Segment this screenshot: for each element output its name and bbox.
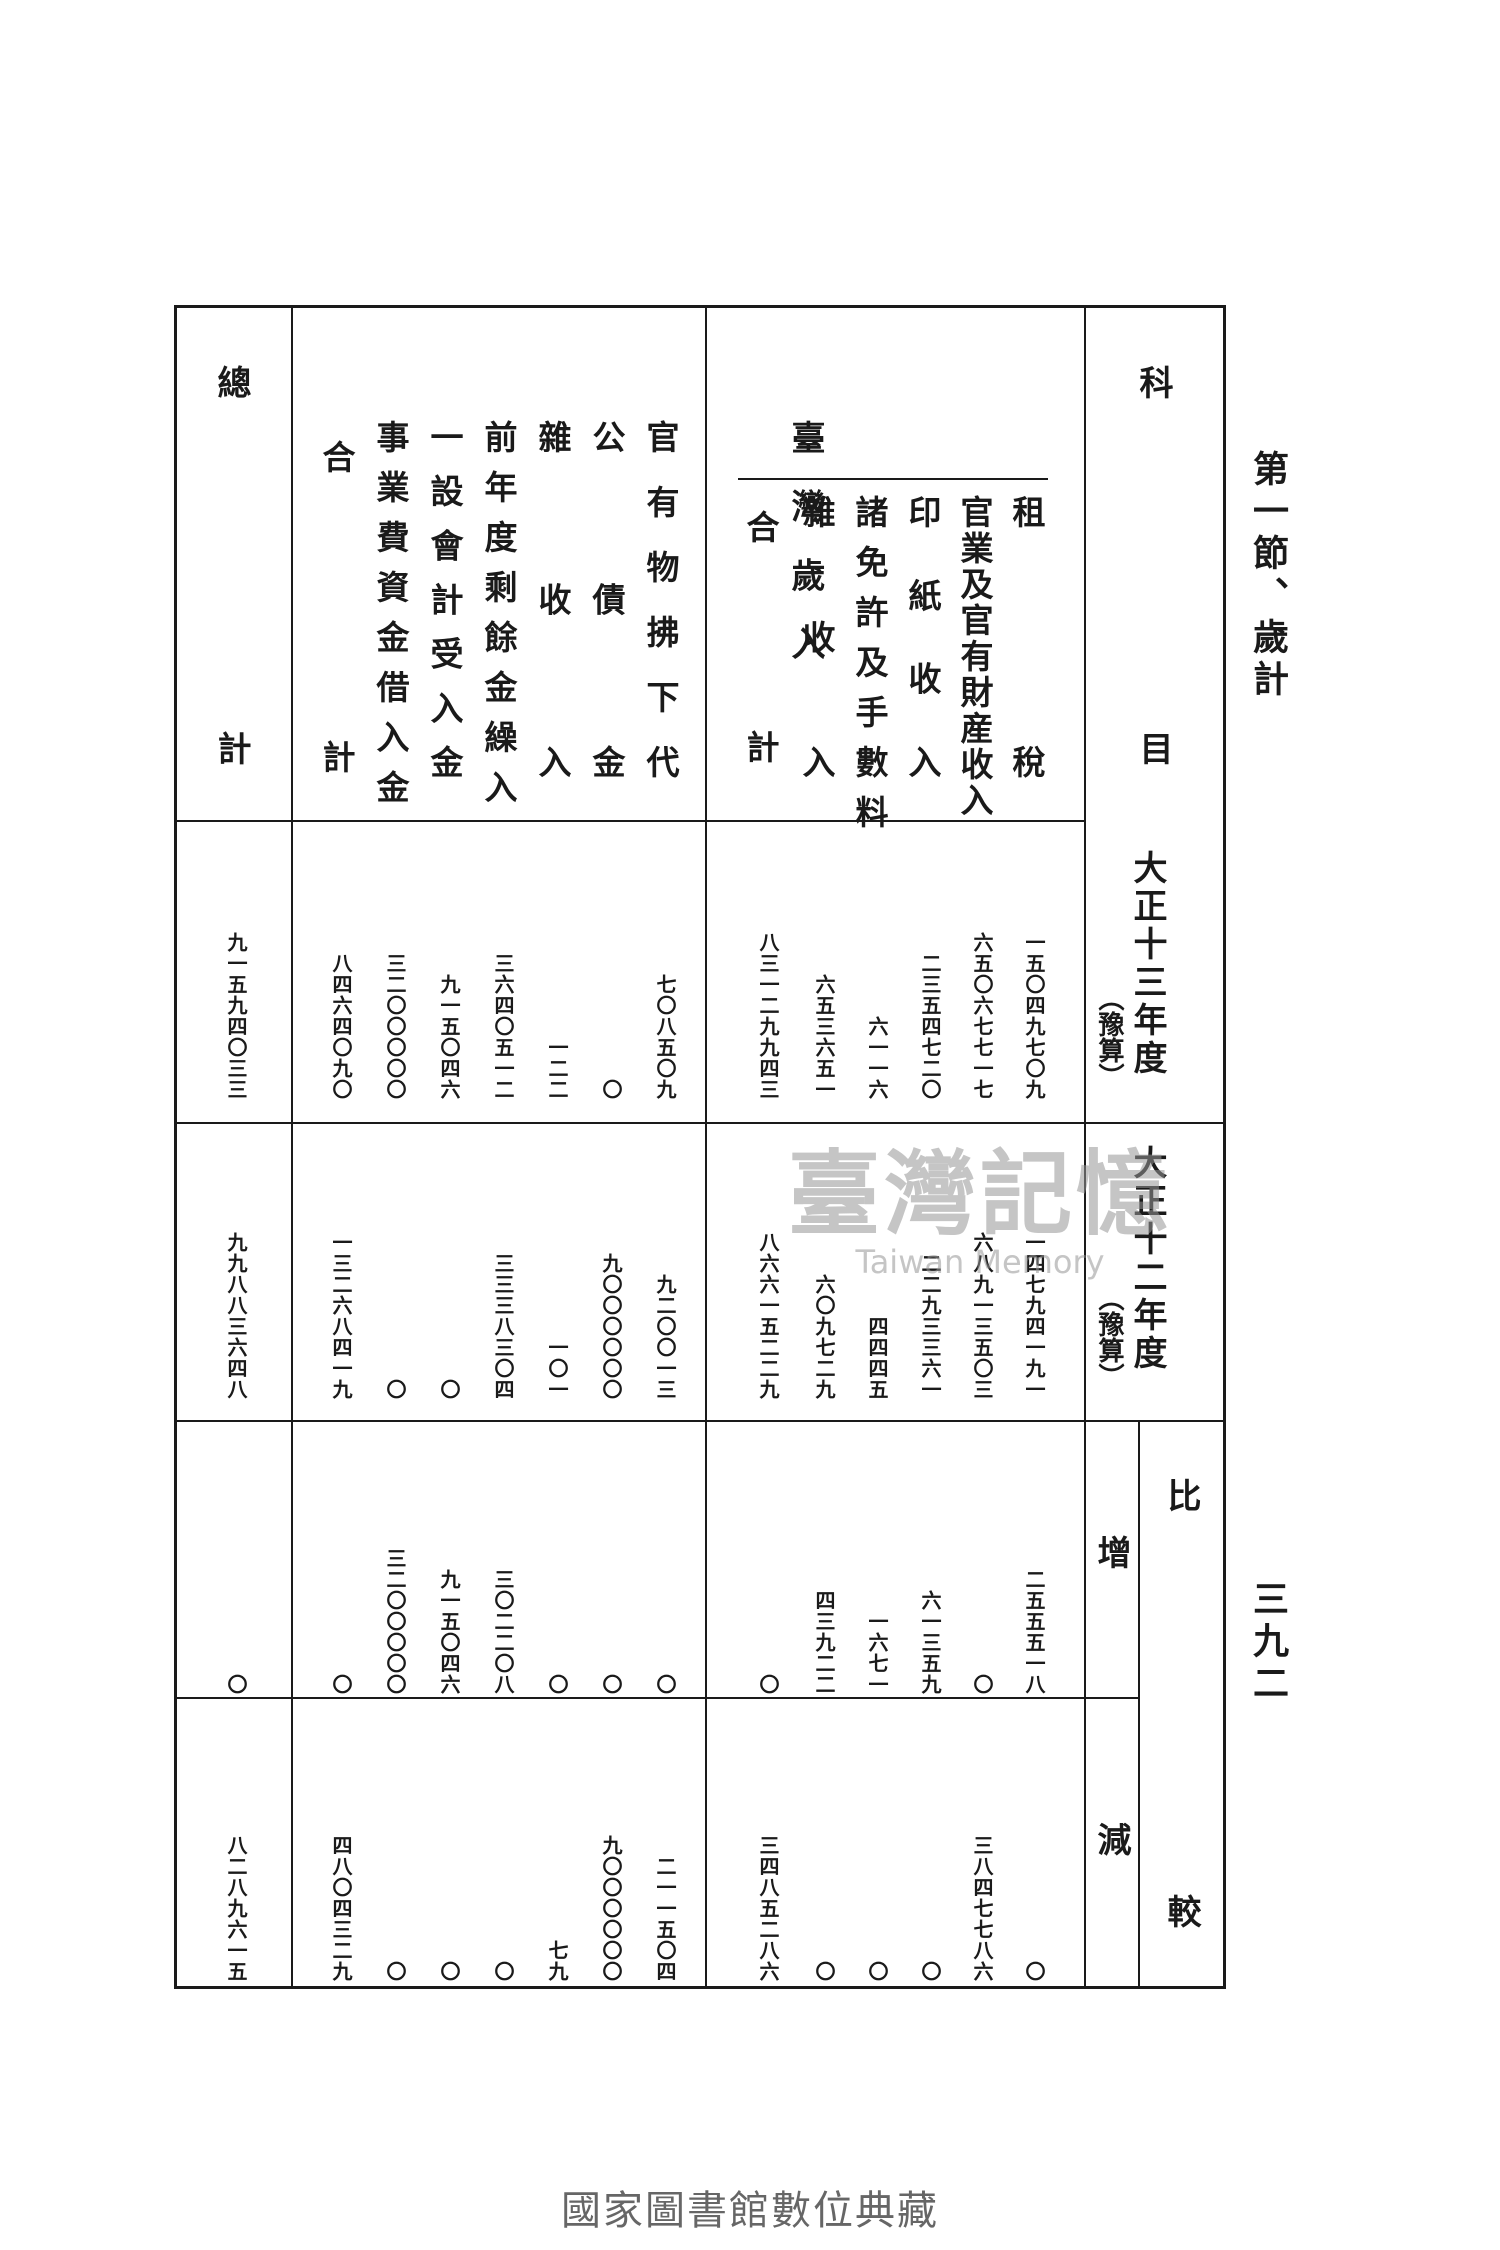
cell-dec-row2: 三八四七七八六 xyxy=(970,1835,994,1982)
header-year13: 大正十三年度 xyxy=(1127,850,1167,1078)
page-number: 三九二 xyxy=(1247,1580,1289,1706)
header-year13-note: （豫算） xyxy=(1094,985,1124,1089)
row-label-8: 公債金 xyxy=(587,420,626,795)
group-label-underline xyxy=(738,478,1048,480)
cell-y12-row2: 六八九一三五〇三 xyxy=(970,1232,994,1400)
cell-dec-row11: 〇 xyxy=(437,1961,461,1982)
rule-comparison xyxy=(1138,1420,1140,1989)
row-label-2: 官業及官有財産收入 xyxy=(955,495,994,819)
row-label-6: 合計 xyxy=(741,510,780,780)
cell-y12-row13: 一三二六八四一九 xyxy=(329,1232,353,1400)
cell-inc-row4: 一六七一 xyxy=(865,1611,889,1695)
rule-year12 xyxy=(176,1420,1224,1422)
row-label-13: 合計 xyxy=(317,440,356,790)
cell-inc-row2: 〇 xyxy=(970,1674,994,1695)
rule-header-col xyxy=(1084,305,1086,1989)
cell-inc-row9: 〇 xyxy=(545,1674,569,1695)
cell-inc-row3: 六一三五九 xyxy=(918,1590,942,1695)
cell-y12-row9: 一〇一 xyxy=(545,1337,569,1400)
cell-y12-row4: 四四四五 xyxy=(865,1316,889,1400)
row-label-3: 印紙收入 xyxy=(903,495,942,795)
cell-y13-row4: 六一一六 xyxy=(865,1016,889,1100)
cell-inc-row6: 〇 xyxy=(756,1674,780,1695)
cell-y13-row3: 二三五四七二〇 xyxy=(918,953,942,1100)
cell-dec-total: 八二八九六一五 xyxy=(224,1835,248,1982)
cell-dec-row3: 〇 xyxy=(918,1961,942,1982)
footer-library: 國家圖書館數位典藏 xyxy=(561,2188,939,2234)
cell-y12-row11: 〇 xyxy=(437,1379,461,1400)
rule-total-col xyxy=(291,305,293,1989)
rule-group-split xyxy=(705,305,707,1989)
cell-inc-row13: 〇 xyxy=(329,1674,353,1695)
cell-y13-row9: 一二二 xyxy=(545,1037,569,1100)
cell-dec-row6: 三四八五二八六 xyxy=(756,1835,780,1982)
comparison-subrule xyxy=(176,1697,1138,1699)
cell-y13-row5: 六五三六五一 xyxy=(812,974,836,1100)
cell-y12-row7: 九二〇〇一三 xyxy=(653,1274,677,1400)
header-year12: 大正十二年度 xyxy=(1127,1145,1167,1373)
cell-dec-row8: 九〇〇〇〇〇〇 xyxy=(599,1835,623,1982)
cell-y12-row10: 三三三八三〇四 xyxy=(491,1253,515,1400)
cell-inc-row11: 九一五〇四六 xyxy=(437,1569,461,1695)
cell-y12-row6: 八六六一五二二九 xyxy=(756,1232,780,1400)
header-comparison: 比較 xyxy=(1161,1478,1201,1928)
cell-y13-total: 九一五九四〇三三 xyxy=(224,932,248,1100)
cell-dec-row9: 七九 xyxy=(545,1940,569,1982)
cell-inc-row1: 二五五五一八 xyxy=(1022,1569,1046,1695)
cell-dec-row10: 〇 xyxy=(491,1961,515,1982)
row-label-4: 諸免許及手數料 xyxy=(850,495,889,845)
cell-y12-row12: 〇 xyxy=(383,1379,407,1400)
cell-inc-row12: 三二〇〇〇〇〇 xyxy=(383,1548,407,1695)
header-year12-note: （豫算） xyxy=(1094,1285,1124,1389)
cell-y13-row8: 〇 xyxy=(599,1079,623,1100)
row-label-9: 雜收入 xyxy=(533,420,572,795)
cell-dec-row7: 二一一五〇四 xyxy=(653,1856,677,1982)
row-label-11: 一設會計受入金 xyxy=(425,420,464,795)
cell-y13-row2: 六五〇六七七一七 xyxy=(970,932,994,1100)
cell-dec-row1: 〇 xyxy=(1022,1961,1046,1982)
cell-inc-total: 〇 xyxy=(224,1674,248,1695)
cell-y13-row10: 三六四〇五一二 xyxy=(491,953,515,1100)
cell-y13-row1: 一五〇四九七〇九 xyxy=(1022,932,1046,1100)
row-label-5: 雜收入 xyxy=(797,495,836,795)
header-decrease: 減 xyxy=(1091,1822,1131,1856)
row-label-1: 租稅 xyxy=(1007,495,1046,795)
total-label: 總計 xyxy=(211,365,251,765)
row-label-12: 事業費資金借入金 xyxy=(371,420,410,820)
header-item: 科目 xyxy=(1133,365,1173,765)
cell-inc-row8: 〇 xyxy=(599,1674,623,1695)
cell-y13-row13: 八四六四〇九〇 xyxy=(329,953,353,1100)
header-rule xyxy=(174,820,1086,822)
group-label-taiwan: 臺灣歲入 xyxy=(785,420,825,660)
cell-y12-row1: 一四七九四一九一 xyxy=(1022,1232,1046,1400)
rule-year13 xyxy=(176,1122,1224,1124)
cell-y12-row3: 二二九三三六一 xyxy=(918,1253,942,1400)
cell-y13-row6: 八三一二九九四三 xyxy=(756,932,780,1100)
cell-dec-row12: 〇 xyxy=(383,1961,407,1982)
cell-dec-row13: 四八〇四三二九 xyxy=(329,1835,353,1982)
cell-inc-row5: 四三九二二 xyxy=(812,1590,836,1695)
table-frame xyxy=(174,305,1226,1989)
cell-y13-row12: 三二〇〇〇〇〇 xyxy=(383,953,407,1100)
cell-y12-total: 九九八八三六四八 xyxy=(224,1232,248,1400)
cell-y13-row11: 九一五〇四六 xyxy=(437,974,461,1100)
cell-dec-row4: 〇 xyxy=(865,1961,889,1982)
row-label-10: 前年度剩餘金繰入 xyxy=(479,420,518,820)
cell-dec-row5: 〇 xyxy=(812,1961,836,1982)
header-increase: 增 xyxy=(1091,1535,1131,1569)
cell-inc-row7: 〇 xyxy=(653,1674,677,1695)
cell-inc-row10: 三〇二二〇八 xyxy=(491,1569,515,1695)
cell-y13-row7: 七〇八五〇九 xyxy=(653,974,677,1100)
row-label-7: 官有物拂下代 xyxy=(641,420,680,795)
section-title: 第一節、歲計 xyxy=(1247,450,1289,702)
cell-y12-row5: 六〇九七二九 xyxy=(812,1274,836,1400)
cell-y12-row8: 九〇〇〇〇〇〇 xyxy=(599,1253,623,1400)
